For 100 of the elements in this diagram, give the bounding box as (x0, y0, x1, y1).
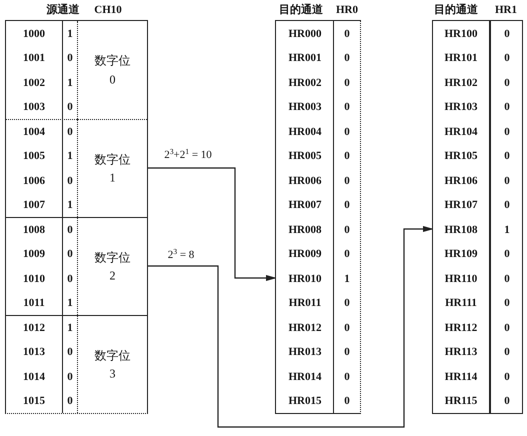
digit-group-frame (77, 119, 147, 217)
bit-value: 1 (504, 223, 510, 236)
register-address: HR104 (444, 125, 478, 138)
channel-address: 1000 (23, 27, 45, 40)
bit-value: 0 (344, 76, 350, 89)
register-address: HR110 (444, 272, 478, 285)
bit-value: 0 (344, 346, 350, 358)
register-address: HR106 (444, 174, 478, 187)
channel-address: 1003 (23, 100, 45, 114)
channel-address: 1010 (23, 272, 45, 285)
bit-value: 0 (504, 248, 510, 260)
register-address: HR013 (288, 346, 322, 358)
register-address: HR100 (444, 27, 478, 40)
register-address: HR105 (444, 150, 478, 162)
bit-value: 0 (504, 321, 510, 334)
register-address: HR009 (288, 248, 322, 260)
register-address: HR004 (288, 125, 322, 138)
column-heading: 源通道 (46, 4, 80, 16)
bit-value: 0 (504, 346, 510, 358)
bit-value: 0 (504, 174, 510, 187)
column-heading: CH10 (94, 4, 122, 16)
bit-value: 0 (67, 125, 73, 138)
bit-value: 1 (67, 321, 73, 334)
bit-value: 1 (344, 272, 350, 285)
bit-value: 0 (67, 52, 73, 64)
register-address: HR007 (288, 198, 322, 212)
channel-address: 1002 (23, 76, 45, 89)
column-heading: HR0 (336, 4, 358, 16)
bit-value: 0 (504, 125, 510, 138)
register-address: HR011 (288, 296, 322, 310)
register-address: HR012 (288, 321, 322, 334)
channel-address: 1006 (23, 174, 45, 187)
channel-address: 1013 (23, 346, 45, 358)
register-address: HR112 (444, 321, 478, 334)
register-address: HR006 (288, 174, 322, 187)
bit-value: 0 (67, 100, 73, 114)
bit-value: 0 (504, 52, 510, 64)
bit-value: 0 (344, 296, 350, 310)
bit-value: 0 (504, 394, 510, 408)
column-heading: 目的通道 (434, 4, 478, 16)
register-address: HR015 (288, 394, 322, 408)
bit-value: 0 (344, 52, 350, 64)
register-address: HR014 (288, 370, 322, 383)
register-address: HR000 (288, 27, 322, 40)
column-heading: 目的通道 (279, 4, 323, 16)
bit-value: 0 (504, 100, 510, 114)
bit-value: 0 (504, 296, 510, 310)
bit-value: 0 (67, 223, 73, 236)
bit-value: 0 (344, 27, 350, 40)
channel-address: 1012 (23, 321, 45, 334)
channel-address: 1005 (23, 150, 45, 162)
connector-arrow (147, 167, 276, 281)
digit-group-frame (77, 315, 147, 413)
bit-value: 0 (504, 76, 510, 89)
register-address: HR101 (444, 52, 478, 64)
bit-value: 0 (504, 272, 510, 285)
register-address: HR115 (444, 394, 478, 408)
digit-position-label: 数字位 2 (94, 248, 132, 284)
register-address: HR108 (444, 223, 478, 236)
register-address: HR010 (288, 272, 322, 285)
bit-value: 0 (344, 150, 350, 162)
register-address: HR114 (444, 370, 478, 383)
bit-value: 0 (67, 394, 73, 408)
bit-value: 0 (344, 223, 350, 236)
bit-value: 0 (67, 370, 73, 383)
digit-position-label: 数字位 3 (94, 346, 132, 382)
channel-address: 1011 (23, 296, 45, 310)
channel-address: 1004 (23, 125, 45, 138)
register-address: HR102 (444, 76, 478, 89)
digit-group-frame (77, 217, 147, 315)
bit-value: 1 (67, 76, 73, 89)
bit-value: 0 (504, 198, 510, 212)
bit-value: 1 (67, 198, 73, 212)
register-address: HR003 (288, 100, 322, 114)
register-address: HR103 (444, 100, 478, 114)
register-address: HR109 (444, 248, 478, 260)
register-address: HR008 (288, 223, 322, 236)
bit-value: 0 (504, 370, 510, 383)
bit-value: 1 (67, 150, 73, 162)
channel-address: 1014 (23, 370, 45, 383)
bit-value: 0 (344, 198, 350, 212)
bit-value: 0 (344, 100, 350, 114)
bit-value: 1 (67, 27, 73, 40)
digit-position-label: 数字位 0 (94, 52, 132, 88)
bit-value: 0 (344, 125, 350, 138)
register-address: HR001 (288, 52, 322, 64)
channel-address: 1008 (23, 223, 45, 236)
bit-value: 0 (67, 272, 73, 285)
bit-value: 0 (344, 321, 350, 334)
register-address: HR107 (444, 198, 478, 212)
bit-value: 1 (67, 296, 73, 310)
register-address: HR002 (288, 76, 322, 89)
bit-value: 0 (67, 248, 73, 260)
bit-value: 0 (67, 174, 73, 187)
digit-position-label: 数字位 1 (94, 150, 132, 186)
bit-value: 0 (504, 150, 510, 162)
channel-address: 1009 (23, 248, 45, 260)
register-address: HR113 (444, 346, 478, 358)
channel-address: 1007 (23, 198, 45, 212)
bit-value: 0 (344, 248, 350, 260)
